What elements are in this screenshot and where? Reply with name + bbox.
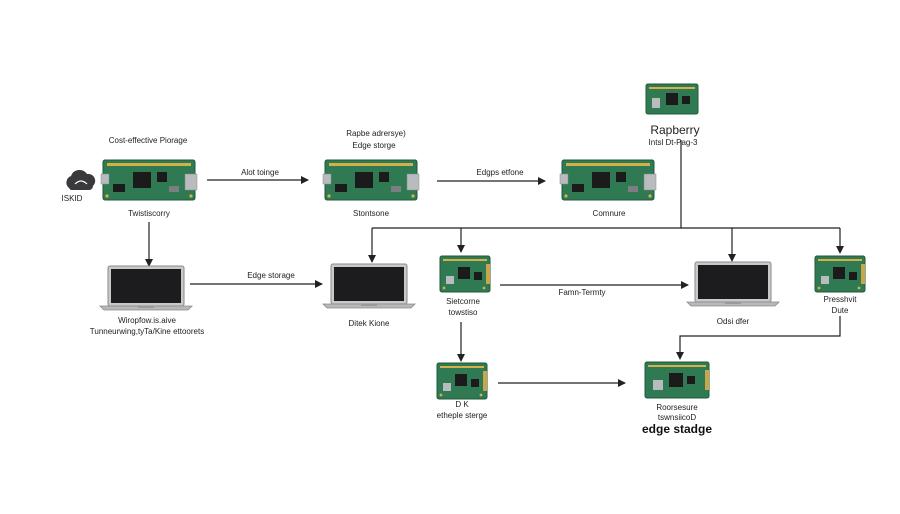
laptop1-caption-line1: Wiropfow.is.aive [118,316,176,325]
board-final [644,361,710,399]
board2-title-line1: Rapbe adrersye) [346,129,406,138]
arrow-label-b1-b2: Alot toinge [241,168,279,177]
arrow-label-mid-laptop3: Famn-Termty [558,288,605,297]
laptop1-caption-line2: Tunneurwing,tyTa/Kine ettoorets [90,327,204,336]
board-mid-caption-line1: Sietcorne [446,297,480,306]
board-right-caption-line1: Presshvit [824,295,858,304]
board-low-caption-line1: D K [455,400,469,409]
cloud-icon [66,169,96,190]
raspberry-board [645,83,699,115]
board1-caption: Twistiscorry [128,209,170,218]
board1-title: Cost-effective Piorage [109,136,188,145]
board-final-caption-line2: tswnsiicoD [658,413,696,422]
board-low-caption-line2: etheple sterge [437,411,488,420]
board-right-caption-line2: Dute [832,306,849,315]
board-low [436,362,488,400]
board-2 [322,159,420,201]
cloud-label: ISKID [62,194,83,203]
board3-caption: Comnure [593,209,626,218]
raspberry-title: Rapberry [650,123,699,137]
board-mid-caption-line2: towstiso [449,308,478,317]
board-1 [100,159,198,201]
edge-stage-label: edge stadge [642,422,712,436]
board-final-caption-line1: Roorsesure [656,403,698,412]
board2-title-line2: Edge storge [352,141,396,150]
arrow-label-laptop1-laptop2: Edge storage [247,271,295,280]
laptop2-caption: Ditek Kione [349,319,390,328]
connectors [145,140,844,387]
board2-caption: Stontsone [353,209,390,218]
laptop3-caption: Odsi dfer [717,317,750,326]
arrow-right-board-board-final [676,316,841,360]
board-3 [559,159,657,201]
arrow-label-b2-b3: Edgps etfone [476,168,524,177]
laptop-2 [322,263,416,309]
laptop-1 [99,265,193,311]
laptop-3 [686,261,780,307]
raspberry-subtitle: Intsl Dt-Pag-3 [649,138,698,147]
board-right [814,255,866,293]
board-mid [439,255,491,293]
